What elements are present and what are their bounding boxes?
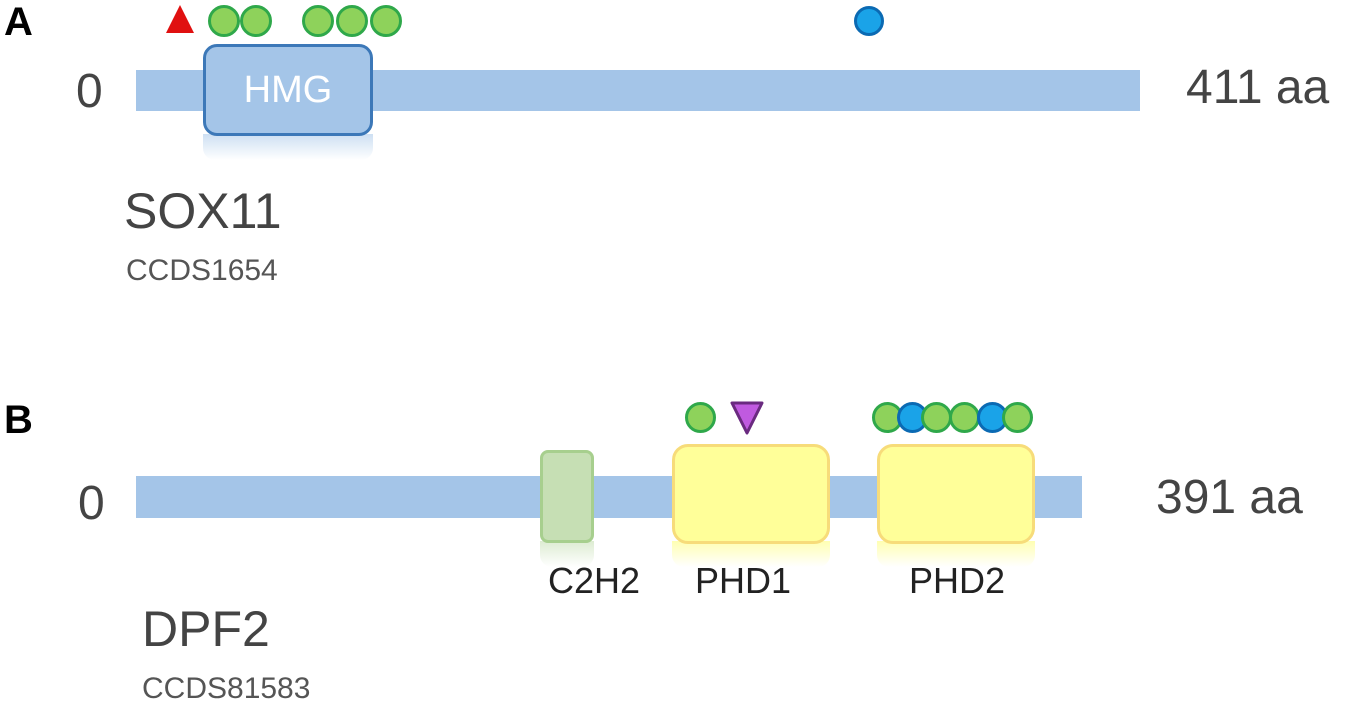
ccds-id: CCDS81583 — [142, 672, 311, 705]
c2h2-domain-label: C2H2 — [548, 560, 641, 601]
domain-reflection — [203, 134, 373, 160]
start-label: 0 — [78, 477, 105, 530]
blue-circle-marker — [977, 402, 1008, 433]
domain-reflection — [672, 541, 830, 567]
green-circle-marker — [336, 5, 368, 37]
green-circle-marker — [685, 402, 716, 433]
green-circle-marker — [949, 402, 980, 433]
gene-name: DPF2 — [142, 601, 270, 657]
gene-name: SOX11 — [124, 183, 282, 239]
panel-letter-b: B — [4, 398, 33, 442]
ccds-id: CCDS1654 — [126, 254, 278, 287]
start-label: 0 — [76, 65, 103, 118]
domain-reflection — [540, 541, 594, 567]
red-triangle-marker — [166, 5, 194, 33]
green-circle-marker — [1002, 402, 1033, 433]
purple-triangle-marker — [730, 401, 764, 435]
domain-reflection — [877, 541, 1035, 567]
green-circle-marker — [370, 5, 402, 37]
green-circle-marker — [921, 402, 952, 433]
green-circle-marker — [302, 5, 334, 37]
green-circle-marker — [240, 5, 272, 37]
length-label: 411 aa — [1186, 61, 1330, 114]
phd1-domain — [672, 444, 830, 544]
phd1-domain-label: PHD1 — [695, 560, 792, 601]
length-label: 391 aa — [1156, 471, 1303, 524]
phd2-domain-label: PHD2 — [909, 560, 1006, 601]
panel-letter-a: A — [4, 0, 33, 44]
green-circle-marker — [208, 5, 240, 37]
hmg-domain: HMG — [203, 44, 373, 136]
blue-circle-marker — [854, 6, 884, 36]
c2h2-domain — [540, 450, 594, 543]
hmg-domain-label: HMG — [243, 68, 333, 111]
phd2-domain — [877, 444, 1035, 544]
